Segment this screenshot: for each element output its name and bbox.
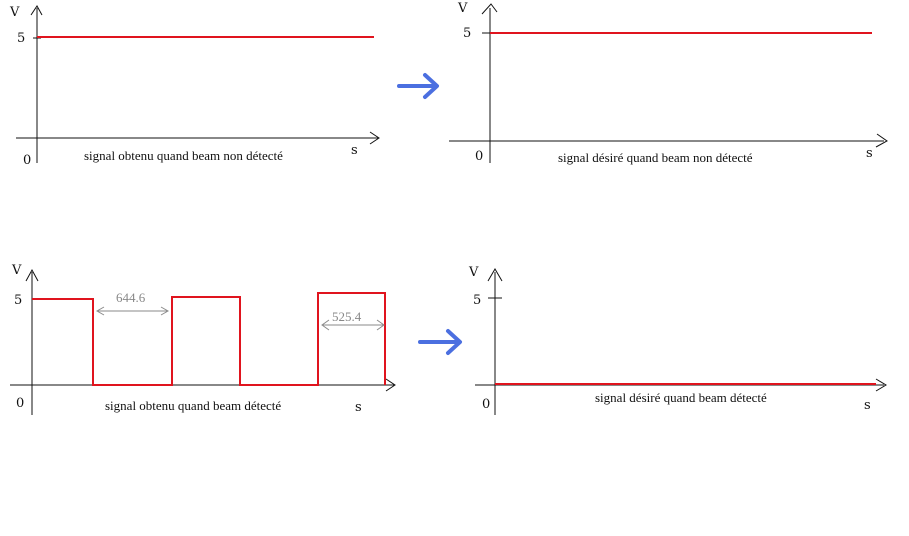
y-axis-arrowhead-icon [30,5,43,16]
measure-arrowhead-icon [321,319,330,331]
x-axis-arrowhead-icon [369,131,380,145]
y-axis-label: V [11,263,22,278]
origin-label: 0 [475,149,483,164]
panel-top-right: V 5 0 s signal désiré quand beam non dét… [449,1,888,165]
y-axis-arrowhead-icon [487,268,503,282]
width-measure-value: 525.4 [332,309,362,324]
x-axis-label: s [355,400,362,415]
panel-caption: signal obtenu quand beam détecté [105,398,281,413]
y-axis-arrowhead-icon [25,268,39,282]
y-axis-label: V [9,5,20,20]
measure-arrowhead-icon [95,306,105,316]
x-axis-arrowhead-icon [875,378,887,392]
level-label: 5 [463,26,471,41]
y-axis-arrowhead-icon [481,3,498,15]
level-label: 5 [473,293,481,308]
measure-arrowhead-icon [160,306,170,316]
x-axis-arrowhead-icon [875,133,888,148]
panel-caption: signal obtenu quand beam non détecté [84,148,283,163]
level-label: 5 [14,293,22,308]
panel-bottom-right: V 5 0 s signal désiré quand beam détecté [468,265,887,415]
origin-label: 0 [23,153,31,168]
x-axis-arrowhead-icon [385,378,396,392]
level-label: 5 [17,31,25,46]
right-arrow-icon [418,329,462,355]
square-wave-signal [32,292,386,386]
origin-label: 0 [482,397,490,412]
panel-bottom-left: 644.6 525.4 V 5 0 s signal obtenu quand … [10,263,396,415]
gap-measure-value: 644.6 [116,290,146,305]
y-axis-label: V [468,265,479,280]
right-arrow-icon [397,73,439,99]
y-axis-label: V [457,1,468,16]
x-axis-label: s [866,146,873,161]
panel-caption: signal désiré quand beam détecté [595,390,767,405]
x-axis-label: s [864,398,871,413]
x-axis-label: s [351,143,358,158]
panel-caption: signal désiré quand beam non détecté [558,150,753,165]
panel-top-left: V 5 0 s signal obtenu quand beam non dét… [9,5,380,168]
origin-label: 0 [16,396,24,411]
measure-arrowhead-icon [376,319,385,331]
